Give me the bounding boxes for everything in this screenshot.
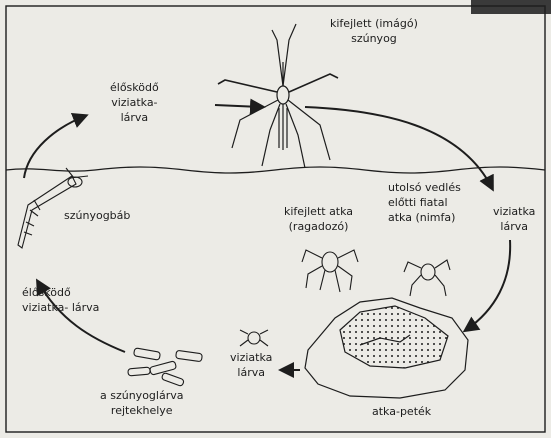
larva-hideout-tubes [128, 348, 203, 387]
label-eggs: atka-peték [372, 404, 431, 419]
label-adult-mite: kifejlett atka (ragadozó) [284, 204, 353, 234]
label-pupa: szúnyogbáb [64, 208, 130, 223]
label-nymph: utolsó vedlés előtti fiatal atka (nimfa) [388, 180, 461, 225]
label-parasitic-larva-top: élősködő viziatka- lárva [110, 80, 159, 125]
rock-with-eggs [305, 298, 468, 398]
label-hideout: a szúnyoglárva rejtekhelye [100, 388, 183, 418]
label-adult-mosquito: kifejlett (imágó) szúnyog [330, 16, 418, 46]
label-parasitic-larva-left: élősködő viziatka- lárva [22, 285, 99, 315]
water-surface-line [6, 167, 545, 173]
mite-larva-drawing [240, 330, 268, 346]
arrow-right-down [466, 240, 510, 330]
adult-mosquito [218, 24, 338, 168]
arrow-to-mosquito [215, 105, 262, 107]
adult-mite [302, 250, 358, 292]
label-mite-larva-right: viziatka lárva [493, 204, 535, 234]
nymph-mite [404, 260, 450, 296]
label-mite-larva-bottom: viziatka lárva [230, 350, 272, 380]
arrow-top-right [305, 107, 492, 188]
